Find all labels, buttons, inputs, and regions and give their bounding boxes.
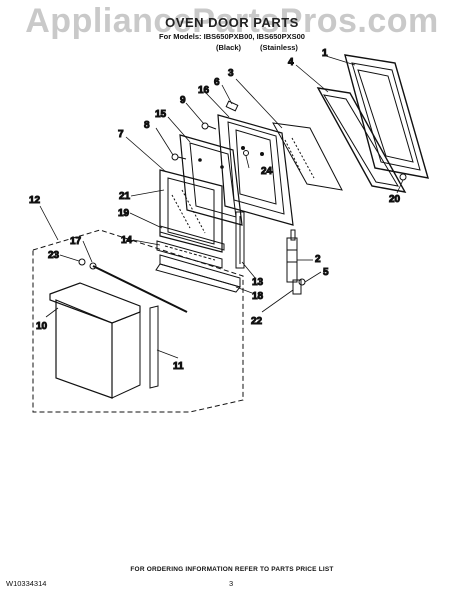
model-list: For Models: IBS650PXB00, IBS650PXS00 [159,32,305,41]
callout-16: 16 [198,85,210,96]
part-18-lower-trim [155,254,241,293]
callout-2: 2 [315,254,321,265]
part-23-end-cap [78,258,86,266]
callout-10: 10 [36,321,48,332]
callout-24: 24 [261,166,273,177]
callout-20: 20 [389,194,401,205]
part-14-vent-strip [156,240,223,269]
callout-7: 7 [118,129,124,140]
part-19-glass-retainer [159,225,225,251]
callout-17: 17 [70,236,82,247]
part-16-inner-liner [217,114,294,226]
part-20-screw [399,173,407,181]
part-21-inner-glass [159,169,223,253]
part-13-hinge-bracket [235,211,245,269]
callout-4: 4 [288,57,294,68]
callout-21: 21 [119,191,131,202]
callout-3: 3 [228,68,234,79]
part-9-screw [201,122,217,130]
watermark: AppliancePartsPros.com [25,2,439,40]
part-12-outer-door-assembly-outline [32,229,244,413]
callout-8: 8 [144,120,150,131]
leader-lines [39,55,404,359]
callout-9: 9 [180,95,186,106]
finish-black-label: (Black) [216,43,242,52]
callout-22: 22 [251,316,263,327]
part-8-screw [171,153,187,161]
page-number: 3 [229,579,234,588]
callout-15: 15 [155,109,167,120]
part-4-door-gasket [316,87,407,193]
callout-1: 1 [322,48,328,59]
ordering-note: FOR ORDERING INFORMATION REFER TO PARTS … [130,566,334,573]
callout-13: 13 [252,277,264,288]
callout-11: 11 [173,361,184,372]
callout-12: 12 [29,195,41,206]
part-17-handle-rod [89,262,188,313]
part-24-screw [243,150,249,156]
part-2-hinge [286,229,298,283]
page-title: OVEN DOOR PARTS [165,15,299,30]
document-number: W10334314 [6,579,47,588]
part-3-glass-panel [272,122,343,191]
part-10-outer-door-panel [49,282,141,399]
callout-14: 14 [121,235,133,246]
callout-19: 19 [118,208,130,219]
callout-6: 6 [214,77,220,88]
callout-labels: 1 4 3 6 16 9 15 8 7 21 19 14 24 2 5 20 1… [29,48,402,373]
part-6-bracket [225,100,239,112]
part-11-side-trim [149,305,159,389]
callout-23: 23 [48,250,60,261]
part-22-hinge-receiver [292,279,302,295]
callout-5: 5 [323,267,329,278]
callout-18: 18 [252,291,264,302]
finish-stainless-label: (Stainless) [260,43,298,52]
